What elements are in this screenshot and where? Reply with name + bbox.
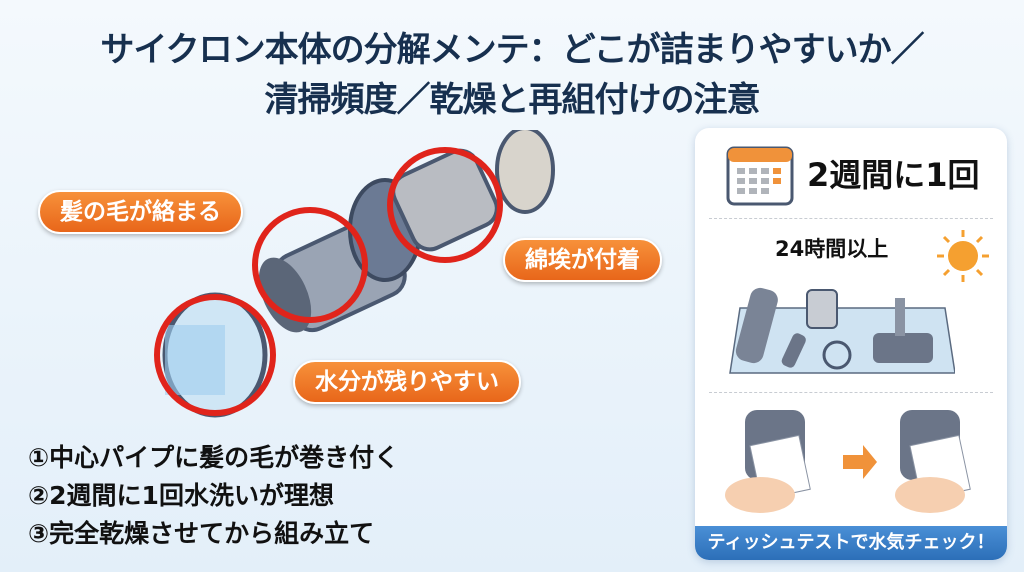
drying-parts-illustration <box>729 287 955 374</box>
point-2: ②2週間に1回水洗いが理想 <box>28 481 334 510</box>
cyclone-exploded-illustration <box>154 130 555 418</box>
pre-filter-icon <box>391 130 555 252</box>
callout-moisture: 水分が残りやすい <box>293 360 521 404</box>
tissue-test-banner: ティッシュテストで水気チェック！ <box>695 526 1007 560</box>
divider <box>709 392 993 393</box>
highlight-circle-filter <box>387 147 503 263</box>
callout-dust: 綿埃が付着 <box>503 238 662 282</box>
tissue-test-illustration <box>725 410 971 513</box>
calendar-icon <box>726 146 794 206</box>
divider <box>709 218 993 219</box>
point-3: ③完全乾燥させてから組み立て <box>28 519 375 548</box>
drying-time-label: 24時間以上 <box>775 237 889 261</box>
highlight-circle-bin <box>154 294 276 416</box>
sun-icon <box>937 230 989 282</box>
point-1: ①中心パイプに髪の毛が巻き付く <box>28 443 400 472</box>
page-title-line2: 清掃頻度／乾燥と再組付けの注意 <box>264 80 761 120</box>
info-panel: 2週間に1回 24時間以上 ティッシュテストで水気チェック！ <box>695 128 1007 560</box>
callout-hair: 髪の毛が絡まる <box>38 190 243 234</box>
dust-bin-icon <box>162 292 268 418</box>
frequency-label: 2週間に1回 <box>807 156 980 194</box>
page-title-line1: サイクロン本体の分解メンテ：どこが詰まりやすいか／ <box>100 30 924 70</box>
highlight-circle-pipe <box>252 207 368 323</box>
